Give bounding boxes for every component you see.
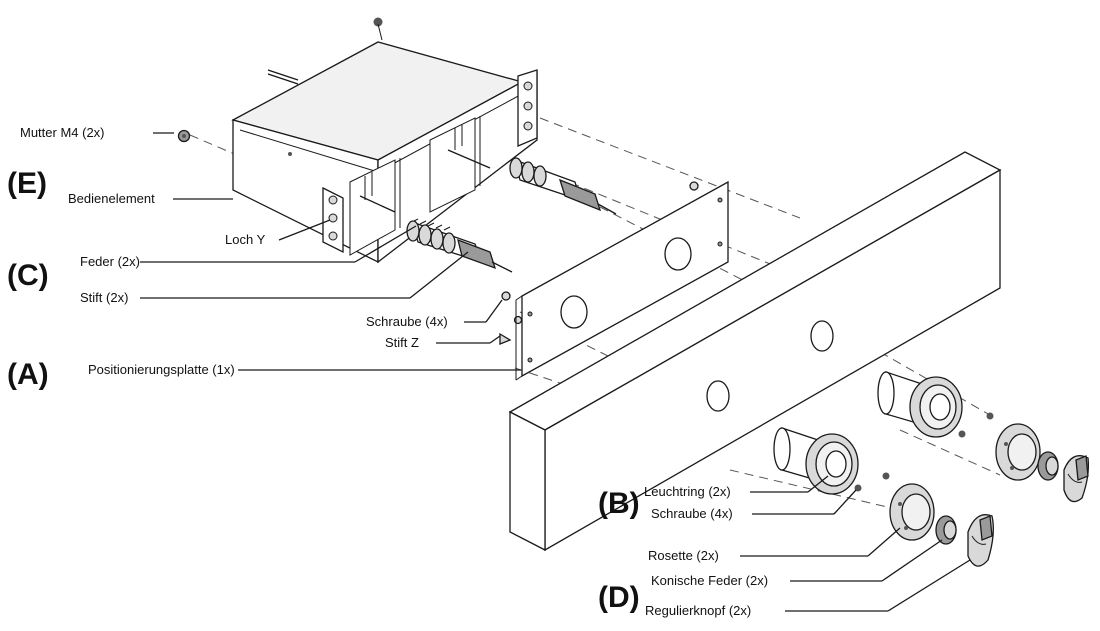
group-label-c: (C)	[7, 259, 49, 292]
group-label-d: (D)	[598, 581, 640, 614]
label-schraube-a: Schraube (4x)	[366, 314, 448, 329]
leuchtring-lower	[773, 427, 859, 495]
label-loch-y: Loch Y	[225, 232, 266, 247]
feder-stift-assembly-lower	[406, 218, 513, 273]
label-bedienelement: Bedienelement	[68, 191, 155, 206]
label-stift: Stift (2x)	[80, 290, 128, 305]
konische-feder-lower	[935, 515, 957, 545]
label-mutter-m4: Mutter M4 (2x)	[20, 125, 105, 140]
regulierknopf-upper	[1063, 455, 1090, 503]
positionierungsplatte	[515, 180, 729, 381]
rosette-lower	[889, 483, 935, 541]
feder-stift-assembly-upper	[509, 157, 617, 215]
label-konische-feder: Konische Feder (2x)	[651, 573, 768, 588]
label-schraube-b: Schraube (4x)	[651, 506, 733, 521]
bedienelement-housing	[231, 17, 538, 264]
group-label-b: (B)	[598, 487, 640, 520]
konische-feder-upper	[1037, 451, 1059, 481]
label-stift-z: Stift Z	[385, 335, 419, 350]
leader-lines	[140, 132, 971, 612]
group-label-e: (E)	[7, 167, 47, 200]
group-label-a: (A)	[7, 358, 49, 391]
mutter-m4-nut	[177, 129, 191, 143]
label-positionierungsplatte: Positionierungsplatte (1x)	[88, 362, 235, 377]
label-leuchtring: Leuchtring (2x)	[644, 484, 731, 499]
regulierknopf-lower	[967, 514, 994, 567]
label-feder: Feder (2x)	[80, 254, 140, 269]
label-rosette: Rosette (2x)	[648, 548, 719, 563]
leuchtring-upper	[877, 371, 963, 438]
label-regulierknopf: Regulierknopf (2x)	[645, 603, 751, 618]
schraube-set-a	[499, 181, 699, 345]
rosette-upper	[995, 423, 1041, 481]
mounting-panel	[508, 151, 1002, 552]
schraube-set-b	[854, 412, 994, 492]
